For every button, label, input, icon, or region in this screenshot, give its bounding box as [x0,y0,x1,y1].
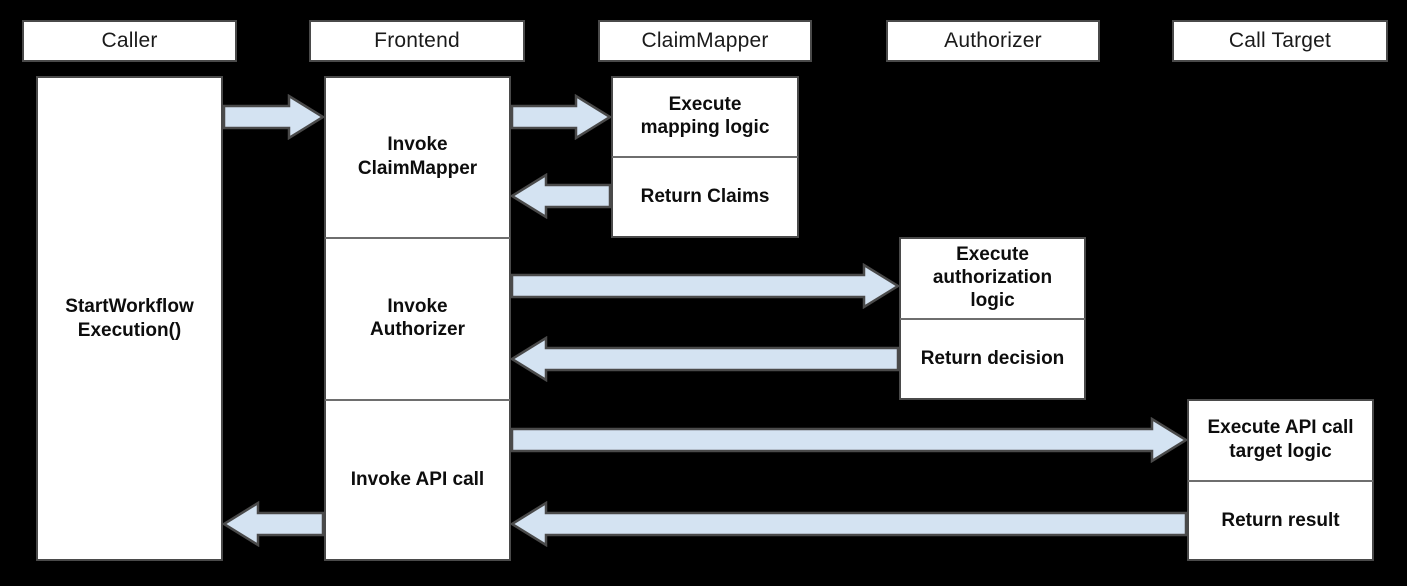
lifeline-header-authorizer: Authorizer [886,20,1100,62]
activation-cell-frontend-invoke-api-call-label: Invoke API call [350,469,485,491]
activation-divider-frontend-1 [325,237,510,239]
activation-cell-calltarget-return-label: Return result [1221,509,1340,531]
message-arrow-calltarget-to-frontend [511,501,1187,547]
message-arrow-frontend-to-calltarget [511,417,1187,463]
activation-caller [36,76,223,561]
activation-cell-caller-start-label: StartWorkflow Execution() [65,296,194,341]
lifeline-header-caller-label: Caller [101,29,158,52]
activation-divider-authorizer-1 [900,318,1085,320]
message-arrow-caller-to-frontend [223,94,324,140]
lifeline-header-caller: Caller [22,20,237,62]
lifeline-header-authorizer-label: Authorizer [944,29,1042,52]
message-arrow-authorizer-to-frontend [511,336,899,382]
activation-cell-claimmapper-return-label: Return Claims [640,186,770,208]
lifeline-header-claimmapper-label: ClaimMapper [641,29,769,52]
activation-cell-frontend-invoke-claimmapper-label: Invoke ClaimMapper [357,134,478,179]
message-arrow-claimmapper-to-frontend [511,173,611,219]
activation-cell-frontend-invoke-authorizer-label: Invoke Authorizer [370,295,465,340]
activation-divider-calltarget-1 [1188,480,1373,482]
activation-cell-claimmapper-execute-label: Execute mapping logic [640,93,770,138]
activation-cell-calltarget-execute: Execute API call target logic [1187,399,1374,480]
activation-cell-frontend-invoke-authorizer: Invoke Authorizer [324,237,511,399]
activation-cell-frontend-invoke-api-call: Invoke API call [324,399,511,561]
activation-cell-claimmapper-execute: Execute mapping logic [611,76,799,156]
message-arrow-frontend-to-authorizer [511,263,899,309]
activation-cell-authorizer-execute: Execute authorization logic [899,237,1086,318]
activation-cell-frontend-invoke-claimmapper: Invoke ClaimMapper [324,76,511,237]
activation-divider-claimmapper-1 [612,156,798,158]
lifeline-header-frontend-label: Frontend [374,29,460,52]
message-arrow-frontend-to-caller [223,501,324,547]
activation-cell-caller-start: StartWorkflow Execution() [36,76,223,561]
lifeline-header-frontend: Frontend [309,20,525,62]
activation-frontend [324,76,511,561]
lifeline-header-calltarget-label: Call Target [1228,29,1332,52]
lifeline-header-claimmapper: ClaimMapper [598,20,812,62]
message-arrow-frontend-to-claimmapper [511,94,611,140]
activation-divider-frontend-2 [325,399,510,401]
activation-cell-authorizer-execute-label: Execute authorization logic [932,243,1053,312]
lifeline-header-calltarget: Call Target [1172,20,1388,62]
activation-cell-claimmapper-return: Return Claims [611,156,799,238]
activation-cell-calltarget-return: Return result [1187,480,1374,561]
activation-cell-authorizer-return: Return decision [899,318,1086,400]
activation-cell-calltarget-execute-label: Execute API call target logic [1207,417,1354,462]
activation-cell-authorizer-return-label: Return decision [920,348,1065,370]
